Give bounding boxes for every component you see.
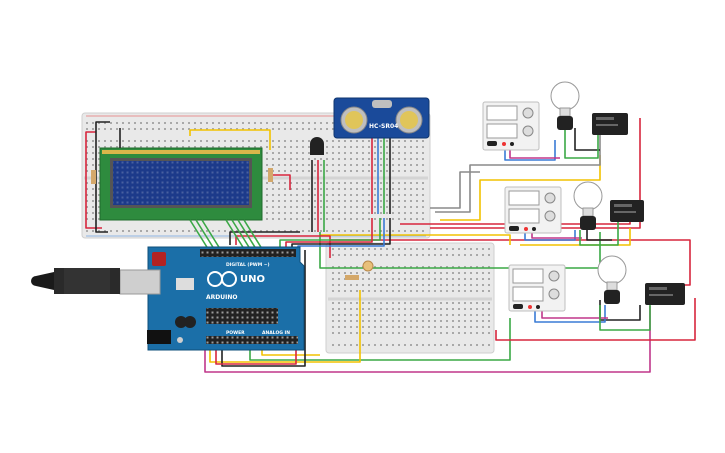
usb-cable [31, 268, 120, 294]
power-jack [147, 330, 171, 344]
arduino-uno-board: ARDUINO UNO DIGITAL (PWM ~) POWER ANALOG… [119, 246, 305, 351]
ultrasonic-model: HC-SR04 [369, 123, 398, 130]
temperature-sensor [310, 137, 324, 155]
lcd-display [99, 147, 263, 221]
wires [85, 118, 696, 373]
usb-port [119, 269, 161, 295]
bottom-breadboard [325, 242, 495, 354]
power-supply-2 [504, 186, 562, 234]
reset-button[interactable] [152, 252, 166, 266]
relay-2 [610, 200, 644, 222]
power-supply-3 [508, 264, 566, 312]
light-bulb-3-icon [597, 255, 627, 304]
arduino-model: UNO [240, 274, 265, 285]
relay-1 [592, 113, 628, 135]
digital-header-label: DIGITAL (PWM ~) [226, 262, 270, 268]
photoresistor [362, 260, 374, 272]
ultrasonic-sensor: HC-SR04 [333, 97, 430, 139]
light-bulb-2-icon [573, 181, 603, 230]
power-header-label: POWER [226, 330, 245, 336]
arduino-brand: ARDUINO [206, 294, 237, 301]
relay-3 [645, 283, 685, 305]
power-supply-1 [482, 101, 540, 151]
analog-header-label: ANALOG IN [262, 330, 290, 336]
resistors [91, 168, 359, 280]
light-bulb-1-icon [550, 81, 580, 130]
arduino-logo-icon [207, 271, 237, 287]
